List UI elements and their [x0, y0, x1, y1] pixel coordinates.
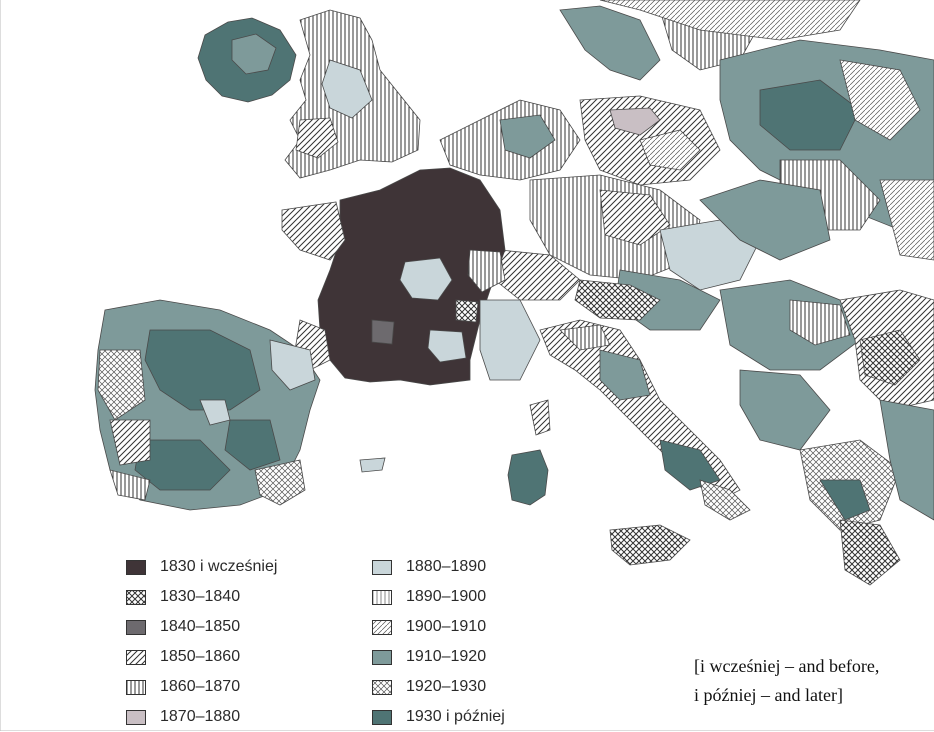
- legend-swatch: [126, 559, 146, 575]
- legend-item: 1830–1840: [126, 582, 372, 612]
- map-region: [371, 319, 395, 345]
- legend-item: 1930 i później: [372, 702, 572, 732]
- legend-item: 1880–1890: [372, 552, 572, 582]
- map-region: [254, 459, 306, 506]
- map-region: [609, 107, 661, 136]
- map-region: [224, 419, 281, 471]
- legend-column-right: 1880–1890 1890–1900 1900–1910 1910–1920 1920…: [372, 552, 572, 732]
- map-region: [839, 519, 901, 586]
- map-region: [144, 329, 261, 411]
- legend-label: 1870–1880: [160, 708, 241, 725]
- map-region: [559, 324, 611, 351]
- legend-item: 1850–1860: [126, 642, 372, 672]
- legend-label: 1860–1870: [160, 678, 241, 695]
- note-line-2: i później – and later]: [694, 685, 843, 705]
- legend-label: 1890–1900: [406, 588, 487, 605]
- map-region: [699, 179, 831, 261]
- map-region: [789, 299, 851, 346]
- legend-swatch: [372, 619, 392, 635]
- map-region: [134, 439, 231, 491]
- map-region: [467, 249, 506, 293]
- map-region: [839, 59, 921, 141]
- map-region: [109, 469, 151, 501]
- map-region: [599, 189, 671, 246]
- map-region: [321, 59, 373, 119]
- map-region: [739, 369, 831, 451]
- legend-column-left: 1830 i wcześniej 1830–1840 1840–1850 1850–1…: [126, 552, 372, 732]
- map-region: [879, 399, 934, 521]
- legend-swatch: [372, 649, 392, 665]
- legend-label: 1850–1860: [160, 648, 241, 665]
- legend-label: 1840–1850: [160, 618, 241, 635]
- map-region: [819, 479, 871, 521]
- legend-label: 1920–1930: [406, 678, 487, 695]
- map-region: [231, 33, 277, 75]
- legend-item: 1830 i wcześniej: [126, 552, 372, 582]
- map-region: [759, 79, 861, 151]
- map-region: [97, 349, 146, 421]
- map-region: [859, 329, 921, 386]
- legend-item: 1860–1870: [126, 672, 372, 702]
- legend-item: 1920–1930: [372, 672, 572, 702]
- map-region: [639, 129, 701, 171]
- map-region: [599, 0, 861, 41]
- map-region: [479, 299, 541, 381]
- map-region: [574, 279, 661, 321]
- legend-item: 1870–1880: [126, 702, 372, 732]
- translation-note: [i wcześniej – and before, i później – a…: [694, 652, 879, 710]
- legend-swatch: [372, 679, 392, 695]
- map-region: [281, 201, 346, 261]
- map-region: [269, 339, 316, 391]
- map-region: [499, 114, 556, 159]
- map-region: [529, 399, 551, 436]
- map-region: [359, 457, 386, 473]
- legend-item: 1840–1850: [126, 612, 372, 642]
- legend-label: 1880–1890: [406, 558, 487, 575]
- legend-label: 1910–1920: [406, 648, 487, 665]
- legend-swatch: [372, 709, 392, 725]
- legend-swatch: [126, 589, 146, 605]
- map-region: [295, 117, 339, 159]
- map-region: [507, 449, 549, 506]
- legend-label: 1900–1910: [406, 618, 487, 635]
- legend-swatch: [372, 559, 392, 575]
- legend-item: 1900–1910: [372, 612, 572, 642]
- map-region: [559, 5, 661, 81]
- legend-label: 1930 i później: [406, 708, 505, 725]
- legend-swatch: [372, 589, 392, 605]
- map-region: [609, 524, 691, 566]
- map-legend: 1830 i wcześniej 1830–1840 1840–1850 1850–1…: [126, 552, 572, 732]
- map-region: [109, 419, 151, 466]
- legend-label: 1830 i wcześniej: [160, 558, 278, 575]
- map-region: [699, 479, 751, 521]
- map-region: [455, 299, 479, 323]
- legend-swatch: [126, 709, 146, 725]
- map-region: [399, 257, 453, 301]
- legend-swatch: [126, 649, 146, 665]
- map-region: [879, 179, 934, 261]
- note-line-1: [i wcześniej – and before,: [694, 656, 880, 676]
- legend-item: 1890–1900: [372, 582, 572, 612]
- legend-item: 1910–1920: [372, 642, 572, 672]
- legend-swatch: [126, 679, 146, 695]
- legend-label: 1830–1840: [160, 588, 241, 605]
- map-region: [427, 329, 467, 363]
- map-region: [599, 349, 651, 401]
- legend-swatch: [126, 619, 146, 635]
